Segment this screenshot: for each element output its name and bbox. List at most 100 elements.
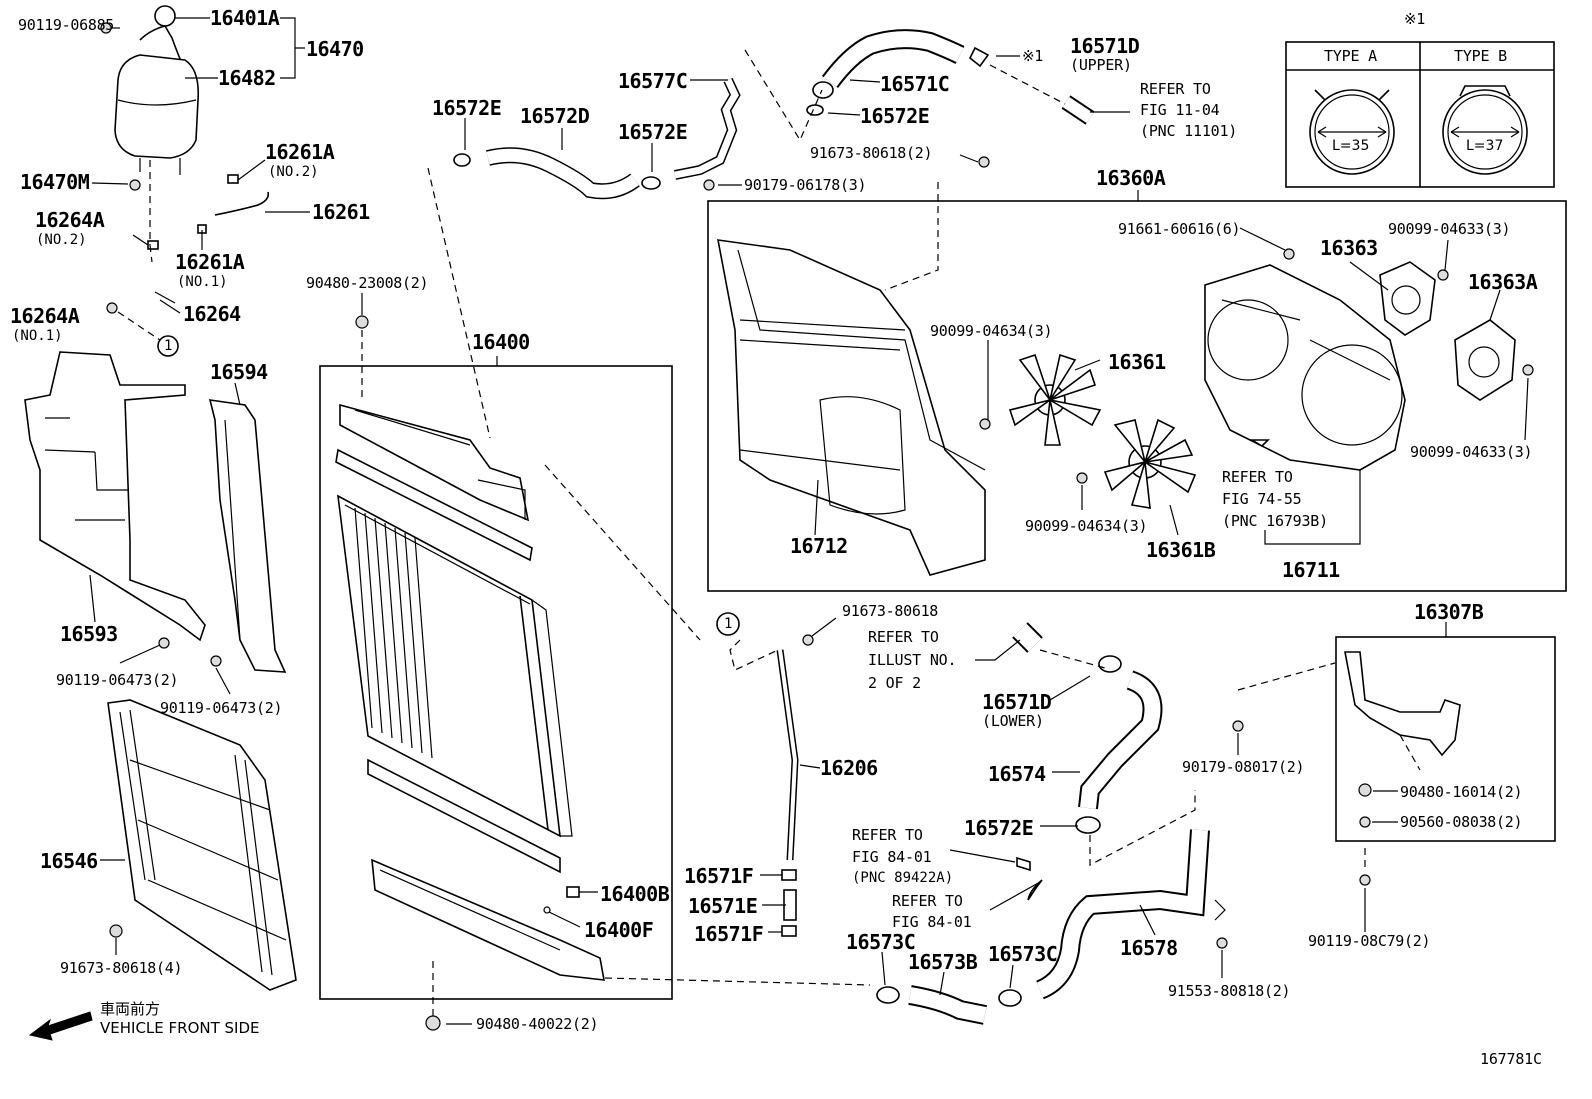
- label-16571F-b: 16571F: [694, 922, 764, 946]
- label-16261A-no2: 16261A: [265, 140, 335, 164]
- label-16594: 16594: [210, 360, 268, 384]
- label-16572E-c: 16572E: [860, 104, 930, 128]
- radiator-core-drawing: [337, 494, 573, 874]
- label-16711: 16711: [1282, 558, 1340, 582]
- label-16572E-d: 16572E: [964, 816, 1034, 840]
- label-mark-1-a: ※1: [1022, 47, 1043, 65]
- label-16361B: 16361B: [1146, 538, 1216, 562]
- fan-blade-b-drawing: [1076, 418, 1197, 509]
- label-16572E-a: 16572E: [432, 96, 502, 120]
- label-91673-80618: 91673-80618: [842, 602, 939, 620]
- note-refer-84-01a-line1: REFER TO: [852, 826, 923, 844]
- label-16571E: 16571E: [688, 894, 758, 918]
- label-90119-08C79: 90119-08C79(2): [1308, 932, 1431, 950]
- label-90099-04633-a: 90099-04633(3): [1388, 220, 1511, 238]
- note-refer-84-01a-line3: (PNC 89422A): [852, 870, 954, 886]
- label-no1-a: (NO.1): [177, 274, 228, 290]
- circle-ref-1-b: 1: [724, 616, 733, 632]
- label-l35: L=35: [1332, 138, 1370, 154]
- label-16573C-b: 16573C: [988, 942, 1058, 966]
- label-90480-16014: 90480-16014(2): [1400, 783, 1523, 801]
- label-lower: (LOWER): [982, 712, 1044, 730]
- label-16363: 16363: [1320, 236, 1378, 260]
- label-91673-80618-4: 91673-80618(4): [60, 959, 183, 977]
- leader-lines: [89, 17, 1529, 1025]
- label-16571D-lower: 16571D: [982, 690, 1052, 714]
- label-l37: L=37: [1466, 138, 1504, 154]
- label-90119-06473-a: 90119-06473(2): [56, 671, 179, 689]
- note-refer-11-04-line2: FIG 11-04: [1140, 101, 1220, 119]
- clamp-type-b-drawing: [1442, 85, 1528, 175]
- label-16264A-no1: 16264A: [10, 304, 80, 328]
- label-16482: 16482: [218, 66, 276, 90]
- upper-hoses-drawing: [453, 29, 1095, 200]
- label-16571D-upper: 16571D: [1070, 34, 1140, 58]
- note-refer-illust-line3: 2 OF 2: [868, 674, 921, 692]
- label-90119-06473-b: 90119-06473(2): [160, 699, 283, 717]
- note-refer-11-04-line3: (PNC 11101): [1140, 122, 1238, 140]
- label-vehicle-jp: 車両前方: [100, 1000, 161, 1018]
- circle-ref-1-a: 1: [164, 338, 173, 354]
- label-no2-b: (NO.2): [36, 232, 87, 248]
- label-16470: 16470: [306, 37, 364, 61]
- label-16360A: 16360A: [1096, 166, 1166, 190]
- label-no1-b: (NO.1): [12, 328, 63, 344]
- label-90480-23008: 90480-23008(2): [306, 274, 429, 292]
- label-16574: 16574: [988, 762, 1046, 786]
- label-type-b: TYPE B: [1454, 47, 1507, 65]
- note-refer-illust-line1: REFER TO: [868, 628, 939, 646]
- label-16361: 16361: [1108, 350, 1166, 374]
- label-90560-08038: 90560-08038(2): [1400, 813, 1523, 831]
- note-refer-74-55-line1: REFER TO: [1222, 468, 1293, 486]
- label-91553-80818: 91553-80818(2): [1168, 982, 1291, 1000]
- label-90179-08017: 90179-08017(2): [1182, 758, 1305, 776]
- note-refer-84-01b-line2: FIG 84-01: [892, 913, 972, 931]
- label-16571C: 16571C: [880, 72, 950, 96]
- under-cover-drawing: [107, 699, 297, 991]
- reservoir-tank-drawing: [100, 5, 200, 191]
- label-91673-80618-2: 91673-80618(2): [810, 144, 933, 162]
- figure-id: 167781C: [1480, 1050, 1542, 1068]
- fan-shroud-right-drawing: [1204, 248, 1406, 471]
- label-16261A-no1: 16261A: [175, 250, 245, 274]
- label-no2-a: (NO.2): [268, 164, 319, 180]
- clamp-type-a-drawing: [1309, 89, 1395, 175]
- note-refer-74-55-line3: (PNC 16793B): [1222, 512, 1328, 530]
- air-guide-right-drawing: [158, 399, 287, 673]
- lower-tank-drawing: [371, 858, 605, 1031]
- label-upper: (UPPER): [1070, 56, 1132, 74]
- label-16470M: 16470M: [20, 170, 90, 194]
- label-16571F-a: 16571F: [684, 864, 754, 888]
- label-16400F: 16400F: [584, 918, 654, 942]
- note-refer-84-01a-line2: FIG 84-01: [852, 848, 932, 866]
- label-16307B: 16307B: [1414, 600, 1484, 624]
- label-16593: 16593: [60, 622, 118, 646]
- label-16577C: 16577C: [618, 69, 688, 93]
- label-16261: 16261: [312, 200, 370, 224]
- bracket-drawing: [1232, 651, 1461, 886]
- fan-motor-drawing: [1379, 261, 1534, 401]
- label-16573B: 16573B: [908, 950, 978, 974]
- label-16573C-a: 16573C: [846, 930, 916, 954]
- fan-blade-a-drawing: [979, 353, 1102, 446]
- note-refer-84-01b-line1: REFER TO: [892, 892, 963, 910]
- label-16572E-b: 16572E: [618, 120, 688, 144]
- label-16712: 16712: [790, 534, 848, 558]
- label-vehicle-front-side: VEHICLE FRONT SIDE: [100, 1019, 260, 1037]
- label-90119-06885: 90119-06885: [18, 16, 115, 34]
- label-16206: 16206: [820, 756, 878, 780]
- label-type-a: TYPE A: [1324, 47, 1377, 65]
- label-16401A: 16401A: [210, 6, 280, 30]
- drain-pipe-drawing: [776, 634, 814, 937]
- label-90099-04634-b: 90099-04634(3): [1025, 517, 1148, 535]
- label-90480-40022: 90480-40022(2): [476, 1015, 599, 1033]
- label-16264: 16264: [183, 302, 241, 326]
- label-90179-06178: 90179-06178(3): [744, 176, 867, 194]
- air-guide-left-drawing: [24, 351, 206, 642]
- label-16400B: 16400B: [600, 882, 670, 906]
- label-16264A-no2: 16264A: [35, 208, 105, 232]
- note-refer-74-55-line2: FIG 74-55: [1222, 490, 1302, 508]
- label-16400: 16400: [472, 330, 530, 354]
